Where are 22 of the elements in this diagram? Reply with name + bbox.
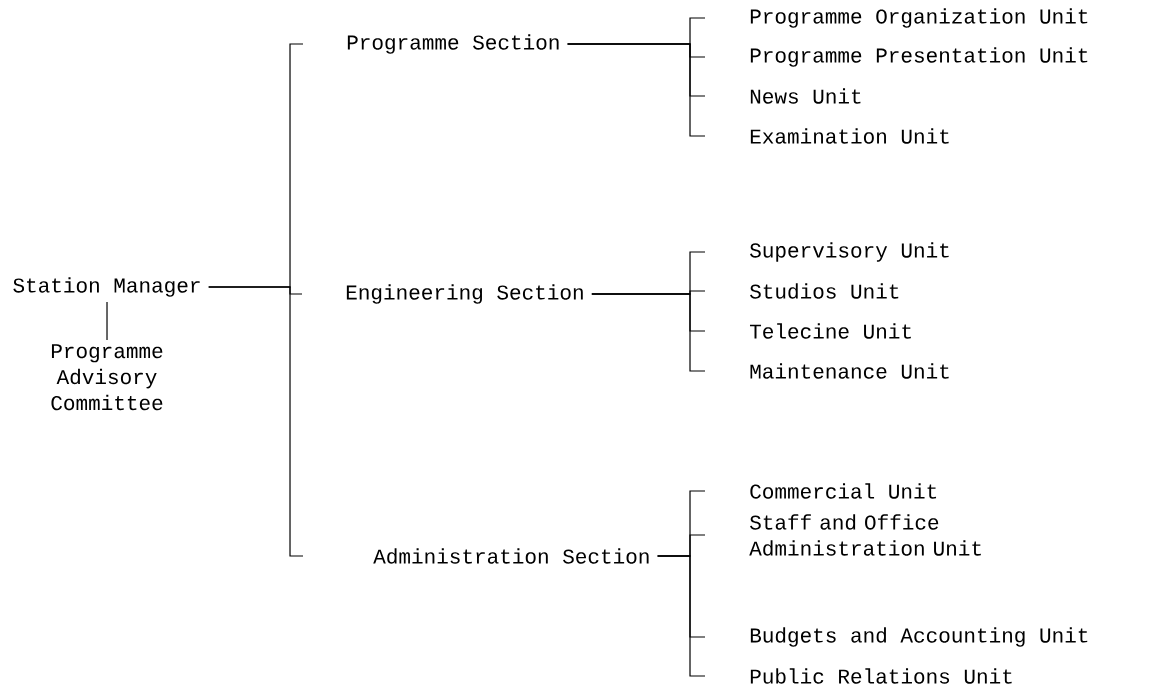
org-chart-label: News Unit	[750, 88, 861, 104]
org-chart-label: Engineering Section	[346, 284, 583, 304]
org-chart-label: Telecine Unit	[750, 323, 911, 339]
connector-line	[567, 43, 706, 137]
org-chart-label: Programme Advisory Committee	[51, 344, 163, 411]
connector-line	[208, 286, 304, 557]
org-chart-label: Budgets and Accounting Unit	[750, 627, 1088, 647]
org-chart-label: Station Manager	[13, 277, 200, 297]
org-chart-label: Studios Unit	[750, 283, 899, 299]
org-chart-label: Commercial Unit	[750, 483, 937, 499]
org-chart-label: Maintenance Unit	[750, 363, 949, 379]
org-chart-label: Public Relations Unit	[750, 668, 1012, 684]
org-chart-label: Programme Presentation Unit	[750, 47, 1088, 67]
org-chart-label: Examination Unit	[750, 128, 949, 144]
org-chart-label: Programme Section	[347, 34, 559, 54]
connector-line	[591, 293, 706, 372]
org-chart-label: Administration Section	[373, 548, 649, 564]
org-chart-label: Staff and Office Administration Unit	[749, 514, 981, 556]
org-chart-label: Programme Organization Unit	[750, 8, 1088, 28]
connector-line	[657, 555, 706, 677]
org-chart-label: Supervisory Unit	[750, 242, 949, 262]
connector-line	[106, 301, 108, 341]
